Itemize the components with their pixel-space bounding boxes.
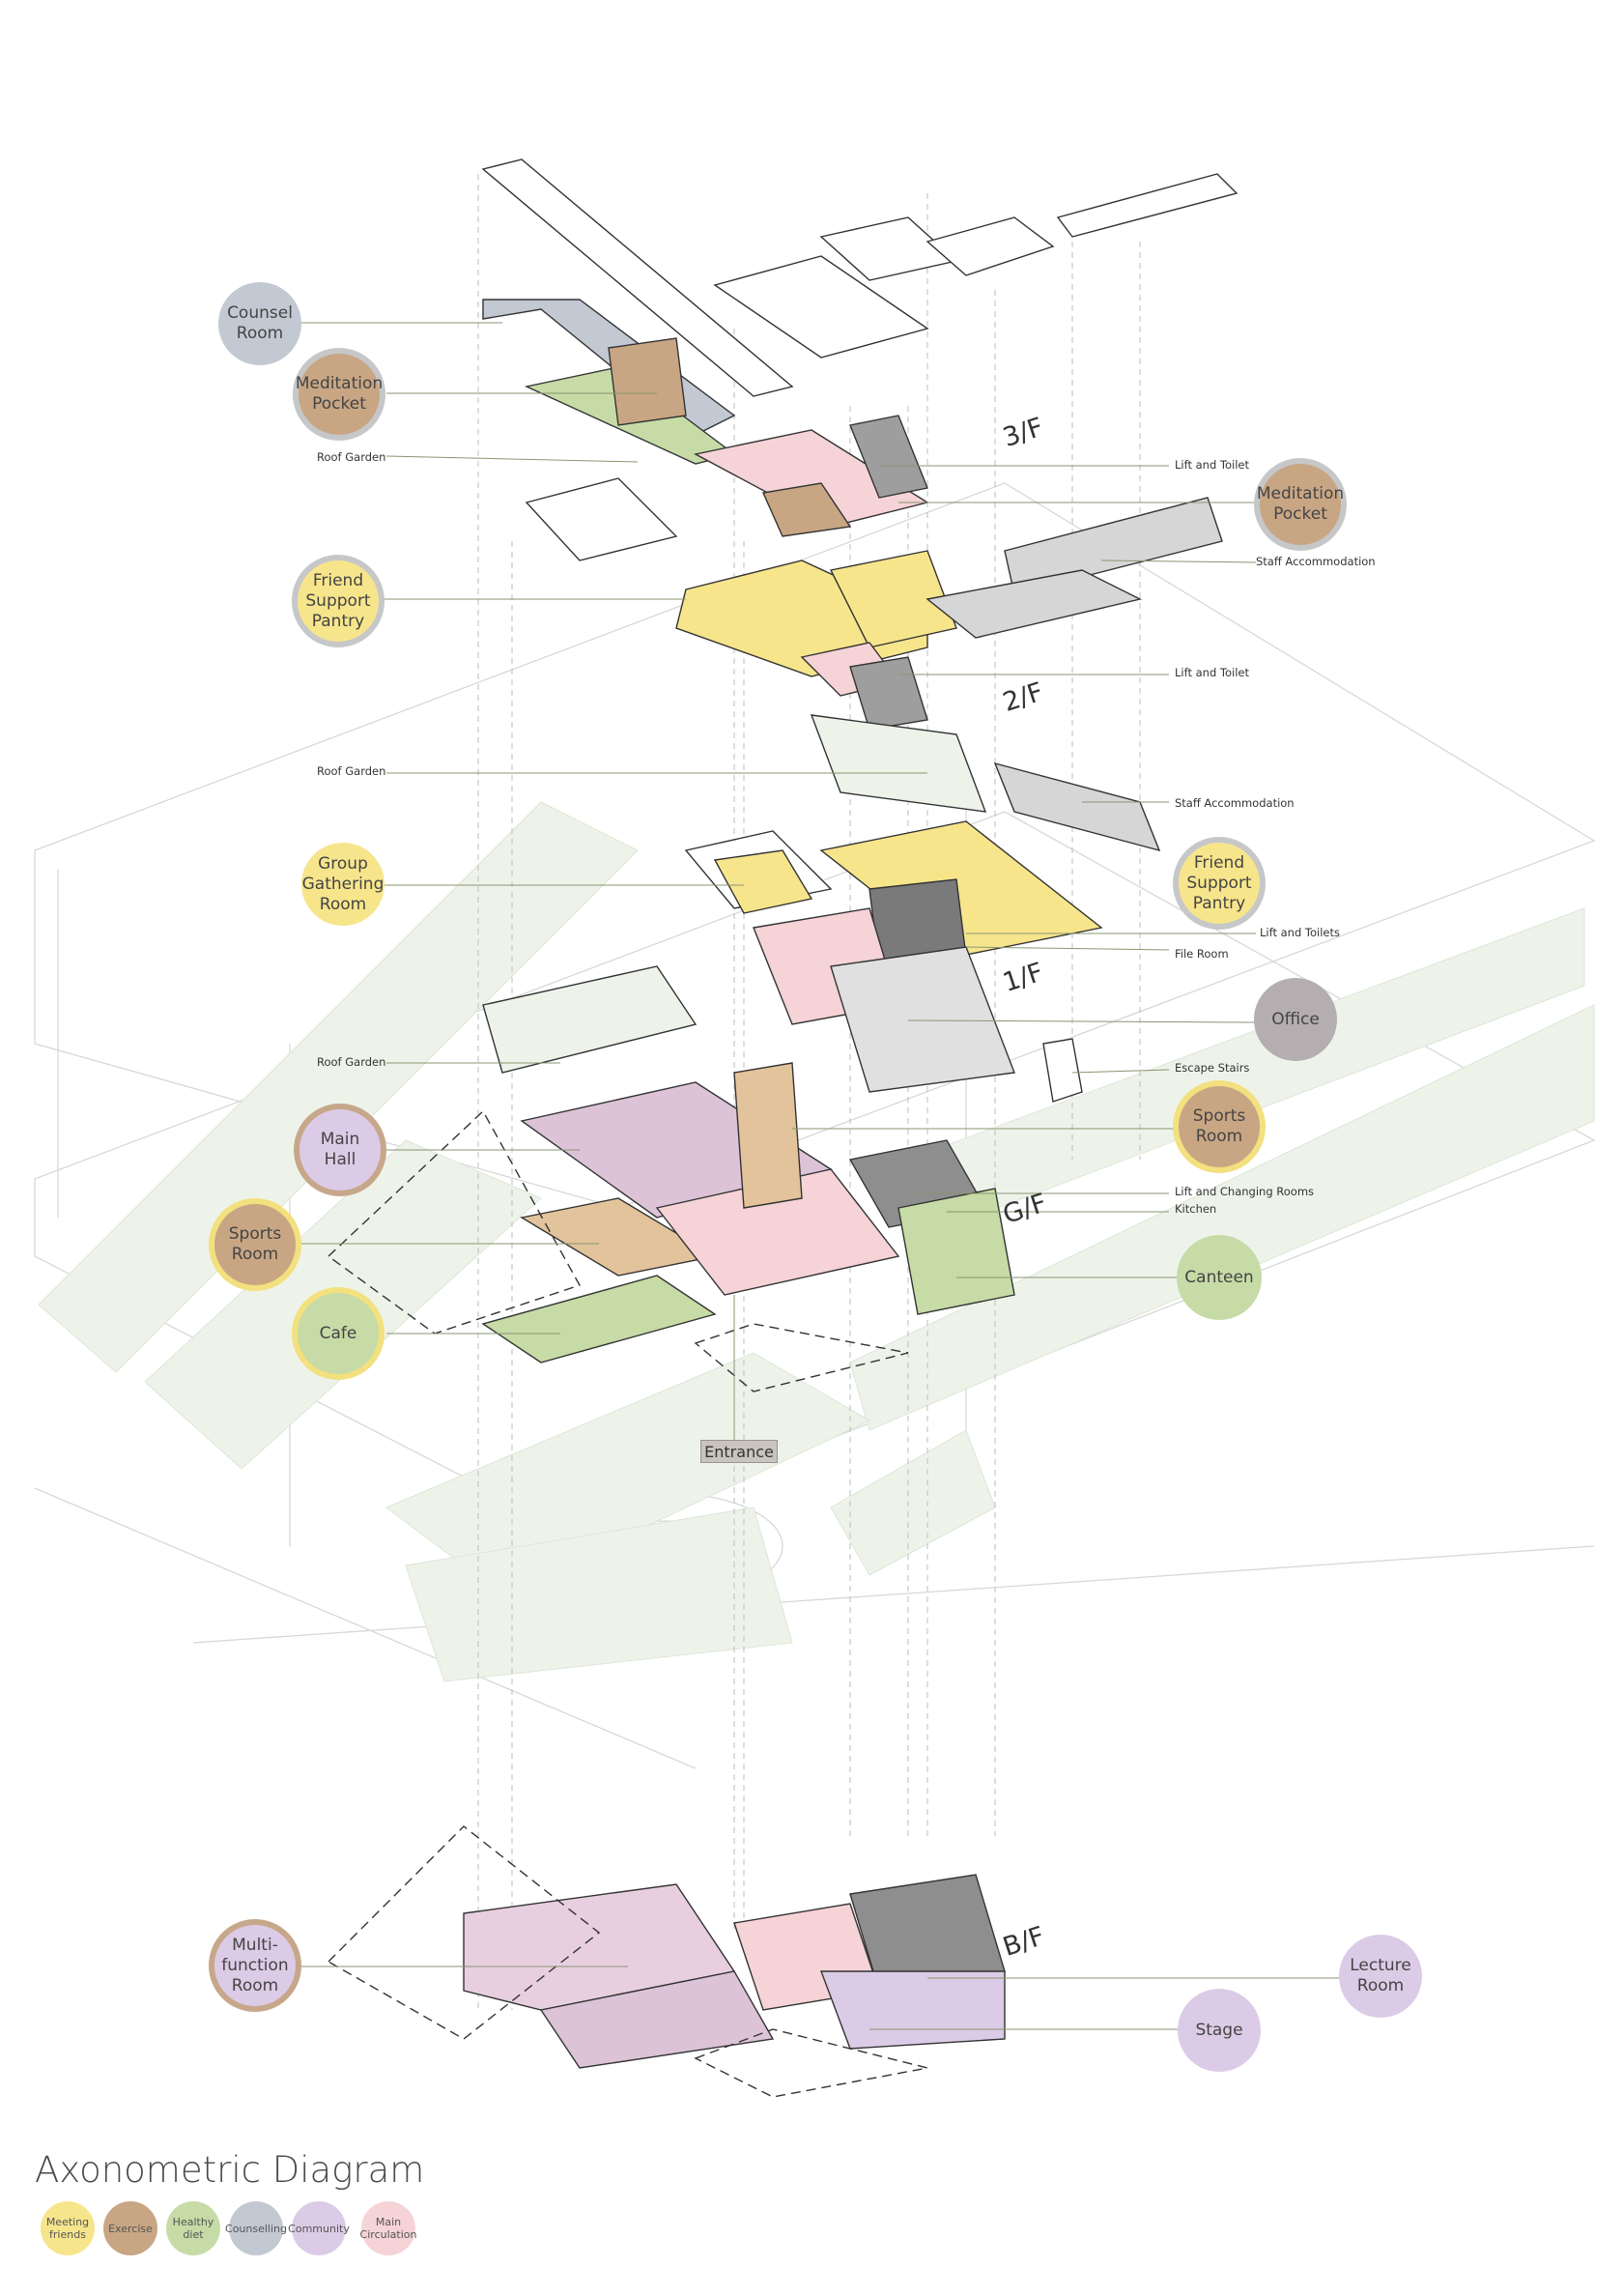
- bubble-friend-support-pantry-1f: Friend Support Pantry: [1173, 837, 1266, 930]
- legend-main-circulation: Main Circulation: [360, 2201, 416, 2255]
- label-file-room: File Room: [1175, 947, 1229, 961]
- leader-lines: [299, 322, 1343, 2030]
- entrance-tag: Entrance: [700, 1440, 778, 1463]
- label-escape-stairs: Escape Stairs: [1175, 1061, 1250, 1075]
- legend-meeting-friends: Meeting friends: [41, 2201, 95, 2255]
- legend-exercise: Exercise: [103, 2201, 157, 2255]
- label-roof-garden-3f: Roof Garden: [317, 450, 386, 464]
- bubble-group-gathering-room: Group Gathering Room: [301, 843, 384, 926]
- bubble-cafe: Cafe: [292, 1287, 384, 1380]
- label-staff-accommodation-2f: Staff Accommodation: [1175, 796, 1295, 810]
- bubble-office: Office: [1254, 978, 1337, 1061]
- label-roof-garden-2f: Roof Garden: [317, 764, 386, 778]
- floor-bf-drawing: [327, 1825, 1006, 2098]
- label-kitchen: Kitchen: [1175, 1202, 1217, 1216]
- diagram-title: Axonometric Diagram: [35, 2149, 425, 2191]
- floor-1f-drawing: [482, 820, 1103, 1103]
- floor-3f-drawing: [482, 299, 1223, 595]
- bubble-sports-room-left: Sports Room: [209, 1198, 301, 1291]
- bubble-canteen: Canteen: [1177, 1235, 1262, 1320]
- label-lift-toilet-3f: Lift and Toilet: [1175, 458, 1249, 472]
- legend-counselling: Counselling: [225, 2201, 287, 2255]
- label-lift-changing-rooms: Lift and Changing Rooms: [1175, 1185, 1315, 1198]
- tree-fields: [38, 801, 1595, 1682]
- label-lift-toilet-2f: Lift and Toilet: [1175, 666, 1249, 679]
- floor-gf-drawing: [327, 1062, 1015, 1392]
- bubble-lecture-room: Lecture Room: [1339, 1935, 1422, 2018]
- roof-level: [481, 158, 1239, 397]
- bubble-friend-support-pantry-2f: Friend Support Pantry: [292, 555, 384, 647]
- bubble-meditation-pocket-3f: Meditation Pocket: [293, 348, 385, 441]
- bubble-multi-function-room: Multi- function Room: [209, 1919, 301, 2012]
- bubble-stage: Stage: [1178, 1989, 1261, 2072]
- label-roof-garden-1f: Roof Garden: [317, 1055, 386, 1069]
- floor-2f-drawing: [675, 550, 1161, 852]
- label-lift-toilets-1f: Lift and Toilets: [1260, 926, 1340, 939]
- bubble-sports-room-right: Sports Room: [1173, 1080, 1266, 1173]
- label-staff-accommodation-3f: Staff Accommodation: [1256, 555, 1376, 568]
- bubble-meditation-pocket-right: Meditation Pocket: [1254, 458, 1347, 551]
- bubble-counsel-room-3f: Counsel Room: [218, 282, 301, 365]
- bubble-main-hall: Main Hall: [294, 1104, 386, 1196]
- legend-healthy-diet: Healthy diet: [166, 2201, 220, 2255]
- legend-community: Community: [288, 2201, 350, 2255]
